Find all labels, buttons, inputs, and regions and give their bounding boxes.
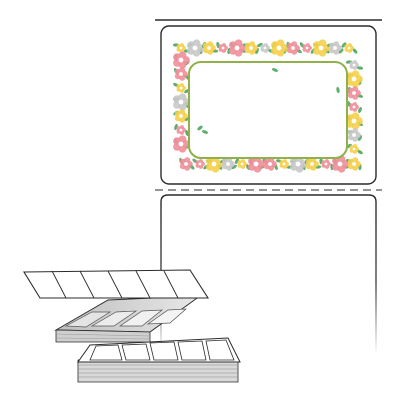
bottom-label [160, 194, 377, 355]
stack-top-strip [23, 269, 210, 299]
flower-icon [349, 102, 359, 112]
flower-icon [176, 83, 186, 93]
leaf-icon [341, 42, 347, 48]
flower-icon [286, 41, 300, 55]
flower-icon [344, 43, 354, 53]
flower-icon [179, 157, 193, 171]
fanfold-label-stack-icon [23, 269, 241, 383]
flower-icon [244, 41, 258, 55]
flower-icon [346, 70, 363, 88]
floral-inner-window [188, 61, 348, 159]
leaf-icon [357, 149, 363, 155]
flower-icon [347, 128, 361, 142]
leaf-icon [197, 125, 203, 131]
flower-icon [174, 109, 188, 123]
flower-icon [195, 159, 205, 169]
leaf-icon [185, 129, 189, 137]
flower-icon [173, 93, 190, 111]
stack-bottom-layer [77, 337, 241, 363]
flower-icon [349, 144, 359, 154]
flower-icon [332, 155, 349, 173]
flower-icon [313, 39, 330, 57]
flower-icon [302, 43, 312, 53]
leaf-icon [356, 66, 364, 70]
stack-base [77, 359, 239, 383]
leaf-icon [234, 158, 240, 164]
leaf-icon [358, 106, 362, 114]
flower-icon [218, 43, 228, 53]
leaf-icon [271, 68, 279, 72]
flower-icon [349, 60, 359, 70]
flower-icon [347, 157, 361, 171]
floral-frame-label-icon [172, 39, 364, 173]
leaf-icon [352, 48, 358, 54]
flower-icon [328, 41, 342, 55]
flower-icon [237, 159, 247, 169]
flower-icon [229, 39, 246, 57]
flower-icon [173, 51, 190, 69]
leaf-icon [338, 48, 344, 54]
leaf-icon [336, 86, 340, 94]
flower-icon [346, 112, 363, 130]
leaf-icon [357, 135, 363, 141]
flower-icon [321, 159, 331, 169]
flower-icon [173, 135, 190, 153]
leaf-icon [201, 130, 209, 134]
flower-icon [279, 159, 289, 169]
leaf-icon [231, 164, 237, 170]
flower-icon [260, 43, 270, 53]
flower-icon [202, 41, 216, 55]
flower-icon [271, 39, 288, 57]
stack-middle-fold [54, 295, 202, 343]
flower-icon [174, 67, 188, 81]
flower-icon [347, 86, 361, 100]
flower-icon [176, 125, 186, 135]
flower-icon [187, 39, 204, 57]
